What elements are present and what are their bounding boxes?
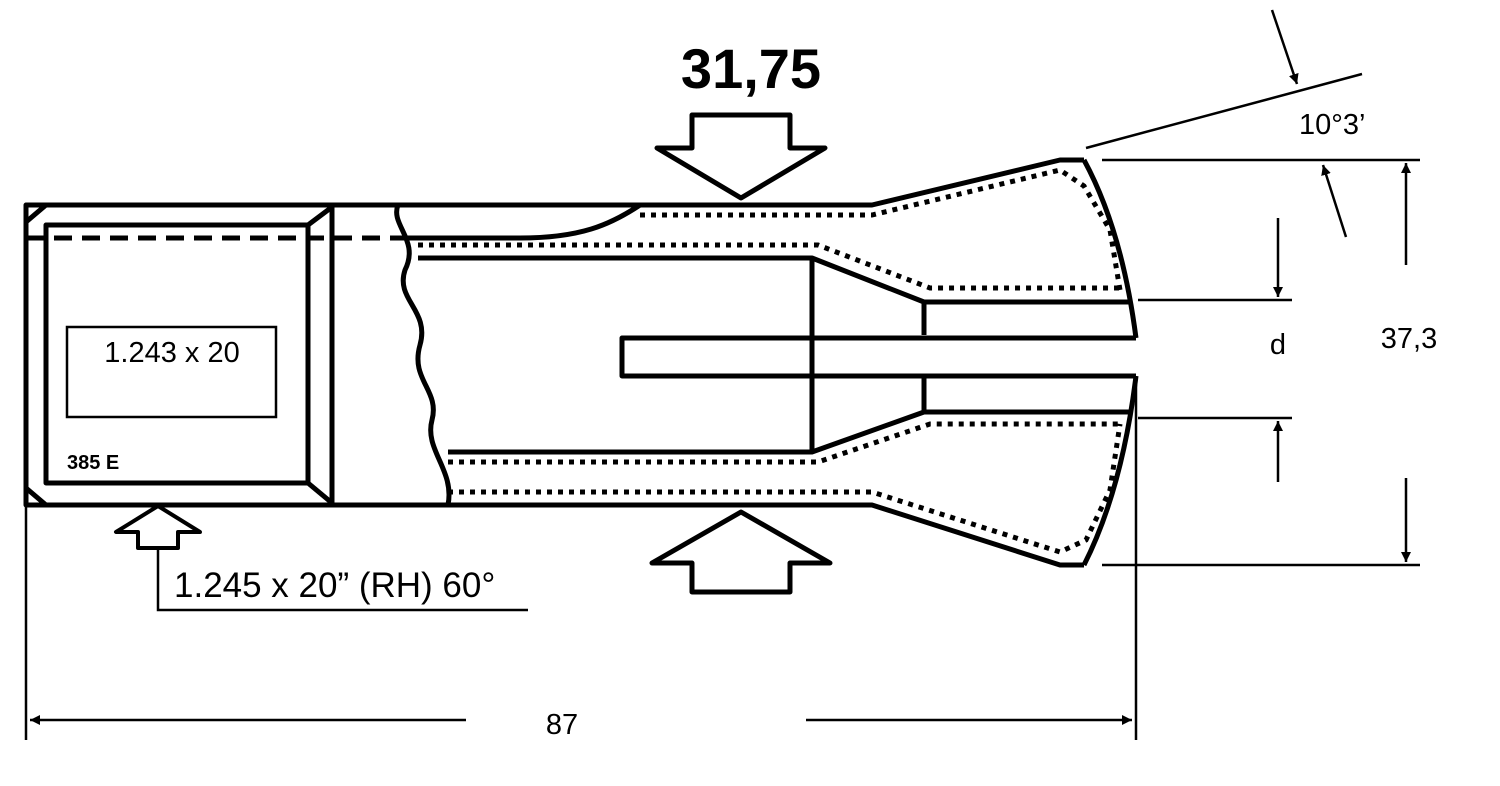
inner-box-label: 1.243 x 20 bbox=[104, 337, 239, 369]
length-label: 87 bbox=[546, 709, 578, 741]
outer-diameter-label: 37,3 bbox=[1381, 323, 1437, 355]
inner-taper-curve bbox=[400, 202, 642, 241]
arrow-bottom-outline bbox=[649, 509, 833, 595]
cutaway-wave-line bbox=[394, 204, 452, 506]
dimension-lines bbox=[24, 9, 1420, 740]
arrow-top-outline bbox=[654, 112, 828, 201]
main-size-label: 31,75 bbox=[681, 37, 821, 100]
part-code-label: 385 E bbox=[67, 452, 119, 474]
angle-label: 10°3’ bbox=[1299, 109, 1365, 141]
inner-bore-outline bbox=[418, 255, 1136, 455]
dotted-inner-profile bbox=[418, 167, 1123, 555]
arrow-thread-pointer bbox=[114, 504, 202, 550]
thread-spec-label: 1.245 x 20” (RH) 60° bbox=[174, 566, 495, 605]
inner-label-box bbox=[65, 325, 278, 419]
d-label: d bbox=[1270, 329, 1286, 361]
collet-body-outline bbox=[329, 157, 1139, 568]
